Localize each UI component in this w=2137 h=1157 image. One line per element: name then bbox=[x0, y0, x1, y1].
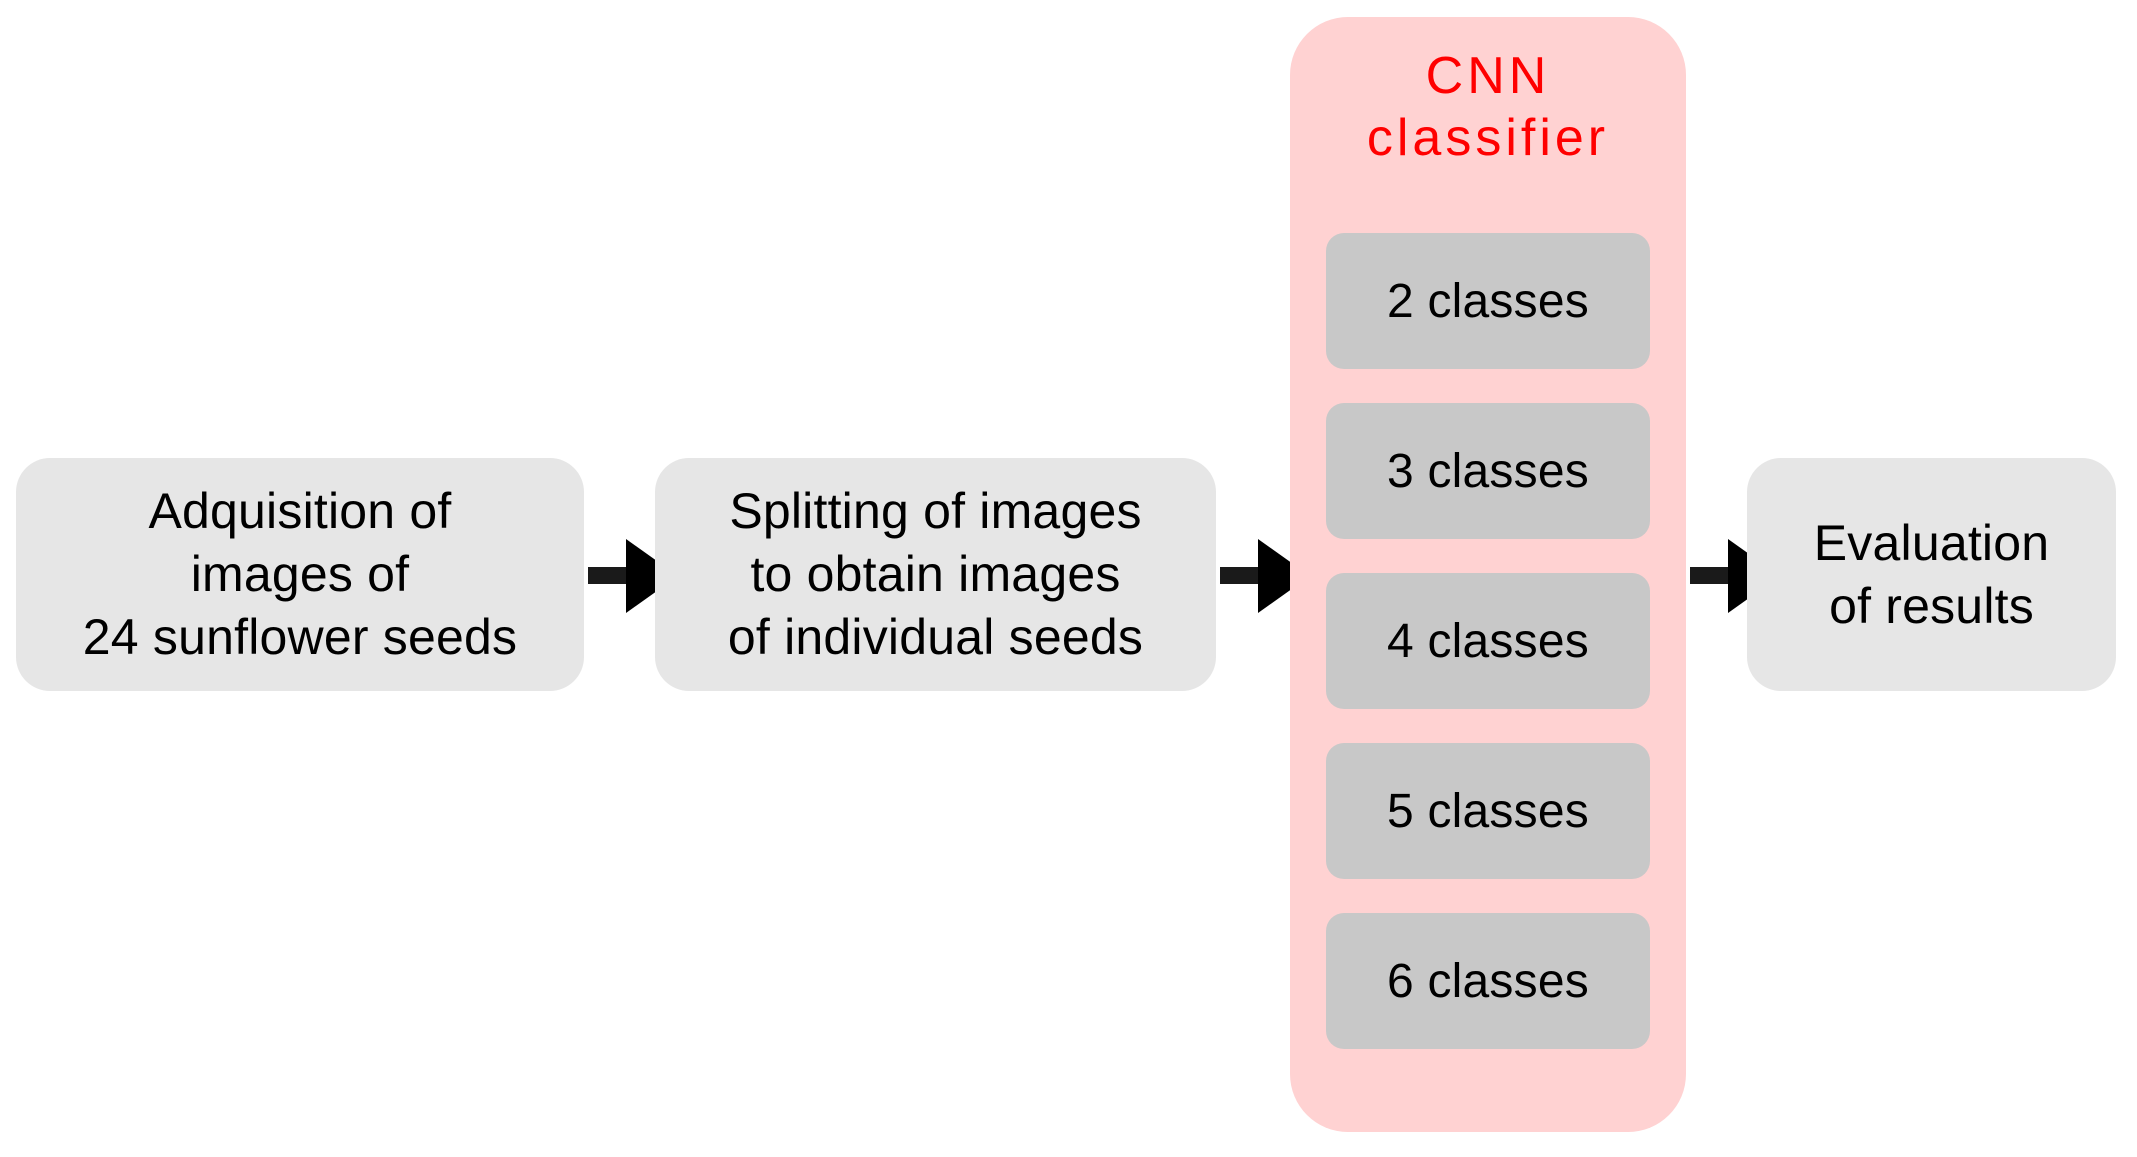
stage-label-evaluation: Evaluation of results bbox=[1813, 514, 2050, 634]
class-option-4: 4 classes bbox=[1326, 573, 1650, 709]
class-option-6: 6 classes bbox=[1326, 913, 1650, 1049]
class-option-5: 5 classes bbox=[1326, 743, 1650, 879]
cnn-classifier-title: CNN classifier bbox=[1366, 47, 1610, 168]
class-option-label: 4 classes bbox=[1387, 614, 1589, 668]
stage-label-acquisition: Adquisition of images of 24 sunflower se… bbox=[82, 483, 518, 665]
arrow-shaft bbox=[588, 567, 636, 584]
class-option-label: 2 classes bbox=[1387, 274, 1589, 328]
stage-box-evaluation: Evaluation of results bbox=[1747, 458, 2116, 691]
class-option-label: 5 classes bbox=[1387, 784, 1589, 838]
stage-box-acquisition: Adquisition of images of 24 sunflower se… bbox=[16, 458, 584, 691]
stage-box-splitting: Splitting of images to obtain images of … bbox=[655, 458, 1216, 691]
cnn-classifier-panel: CNN classifier 2 classes 3 classes 4 cla… bbox=[1290, 17, 1686, 1132]
class-option-3: 3 classes bbox=[1326, 403, 1650, 539]
stage-label-splitting: Splitting of images to obtain images of … bbox=[727, 483, 1144, 665]
class-option-label: 3 classes bbox=[1387, 444, 1589, 498]
arrow-shaft bbox=[1690, 567, 1738, 584]
class-option-2: 2 classes bbox=[1326, 233, 1650, 369]
arrow-shaft bbox=[1220, 567, 1268, 584]
class-option-label: 6 classes bbox=[1387, 954, 1589, 1008]
